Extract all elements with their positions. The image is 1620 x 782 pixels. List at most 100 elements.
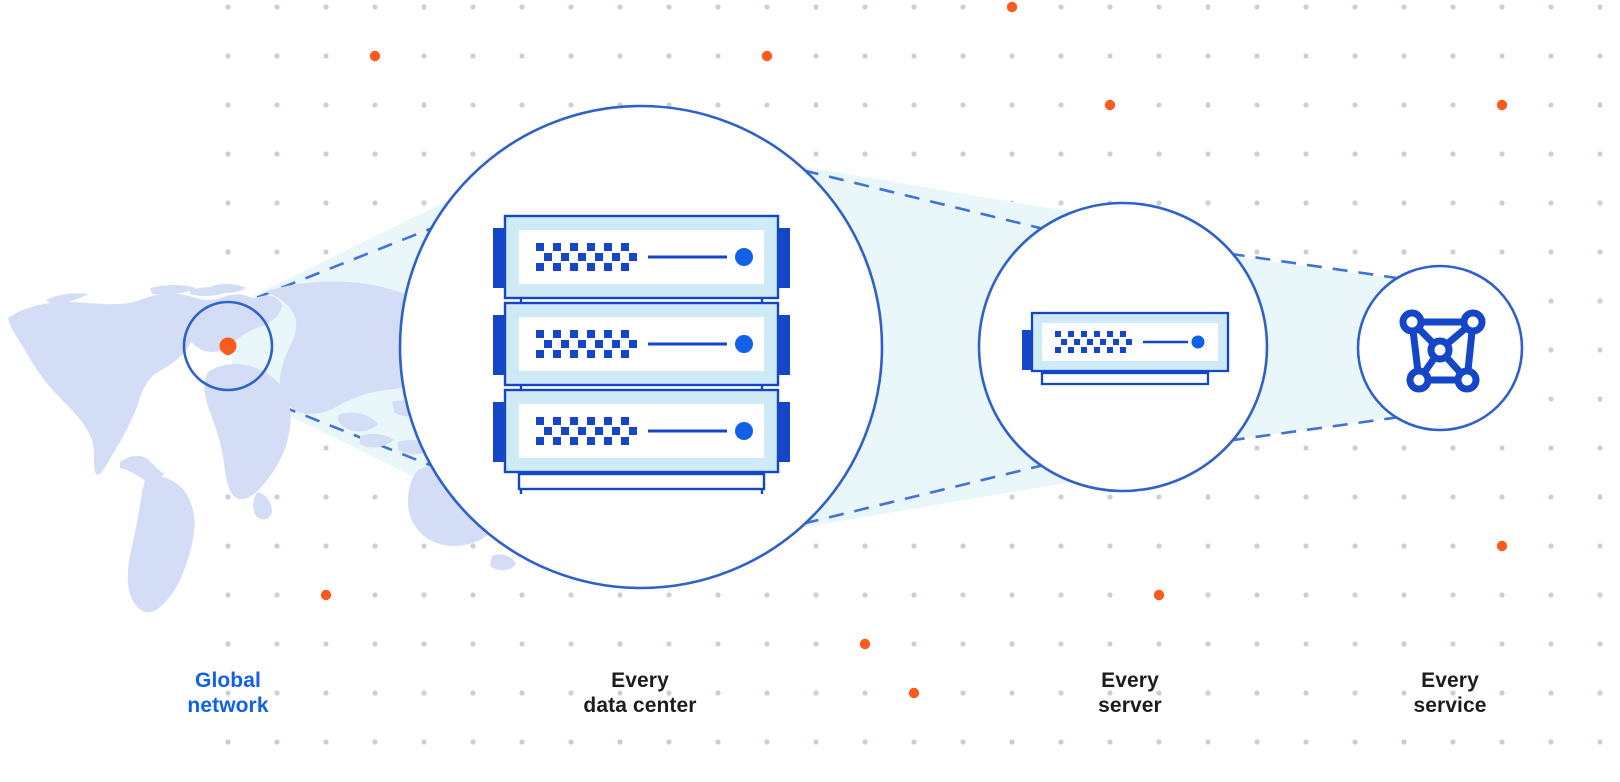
grid-dot <box>470 739 476 745</box>
server-unit-led-grid <box>536 417 637 445</box>
grid-dot <box>960 151 966 157</box>
grid-dot <box>323 739 329 745</box>
grid-dot <box>715 53 721 59</box>
grid-dot <box>1058 4 1064 10</box>
grid-dot <box>1548 298 1554 304</box>
grid-dot <box>1499 53 1505 59</box>
grid-dot <box>1107 543 1113 549</box>
grid-dot <box>1254 249 1260 255</box>
server-rack-icon <box>493 214 790 494</box>
grid-dot <box>813 102 819 108</box>
grid-dot <box>911 53 917 59</box>
grid-dot <box>862 690 868 696</box>
grid-dot <box>1450 151 1456 157</box>
grid-dot <box>1450 249 1456 255</box>
grid-dot <box>1548 396 1554 402</box>
server-unit-base <box>1040 371 1210 386</box>
grid-dot <box>960 102 966 108</box>
grid-dot <box>1450 494 1456 500</box>
grid-dot <box>323 641 329 647</box>
mesh-node-bottom-right <box>1454 367 1480 393</box>
grid-dot <box>1548 249 1554 255</box>
grid-dot <box>1009 151 1015 157</box>
grid-dot <box>1548 543 1554 549</box>
grid-dot <box>1548 494 1554 500</box>
grid-dot <box>1401 494 1407 500</box>
grid-dot <box>470 641 476 647</box>
grid-dot <box>1205 543 1211 549</box>
grid-dot <box>1352 102 1358 108</box>
grid-dot-accent <box>761 50 773 62</box>
grid-dot <box>1303 690 1309 696</box>
grid-dot <box>372 592 378 598</box>
grid-dot <box>862 53 868 59</box>
grid-dot <box>274 739 280 745</box>
grid-dot <box>1254 445 1260 451</box>
grid-dot <box>372 690 378 696</box>
grid-dot <box>1058 102 1064 108</box>
grid-dot <box>1303 53 1309 59</box>
grid-dot <box>1548 690 1554 696</box>
grid-dot <box>862 592 868 598</box>
grid-dot <box>1254 641 1260 647</box>
grid-dot <box>1352 641 1358 647</box>
grid-dot <box>1254 102 1260 108</box>
grid-dot <box>911 102 917 108</box>
grid-dot <box>1352 739 1358 745</box>
grid-dot <box>323 53 329 59</box>
grid-dot <box>1156 151 1162 157</box>
grid-dot <box>470 543 476 549</box>
grid-dot <box>1401 641 1407 647</box>
grid-dot <box>1303 592 1309 598</box>
grid-dot <box>1401 445 1407 451</box>
grid-dot <box>1450 690 1456 696</box>
grid-dot <box>1009 641 1015 647</box>
grid-dot <box>1450 592 1456 598</box>
grid-dot <box>1205 739 1211 745</box>
grid-dot <box>813 641 819 647</box>
grid-dot <box>1303 494 1309 500</box>
grid-dot <box>1156 102 1162 108</box>
grid-dot <box>225 739 231 745</box>
grid-dot <box>1156 200 1162 206</box>
grid-dot <box>666 4 672 10</box>
grid-dot <box>568 102 574 108</box>
grid-dot <box>274 641 280 647</box>
grid-dot <box>1156 641 1162 647</box>
grid-dot <box>274 53 280 59</box>
grid-dot <box>323 151 329 157</box>
server-unit-status-dot <box>735 335 753 353</box>
grid-dot <box>1156 53 1162 59</box>
grid-dot <box>225 592 231 598</box>
grid-dot <box>715 592 721 598</box>
grid-dot-accent <box>1153 589 1165 601</box>
grid-dot <box>1597 543 1603 549</box>
global-network-highlight-circle <box>182 300 274 392</box>
grid-dot <box>421 641 427 647</box>
grid-dot <box>225 494 231 500</box>
grid-dot <box>764 641 770 647</box>
grid-dot <box>1548 592 1554 598</box>
server-unit-status-dot <box>1191 335 1205 349</box>
grid-dot <box>421 543 427 549</box>
grid-dot <box>813 151 819 157</box>
grid-dot <box>862 4 868 10</box>
grid-dot <box>1058 641 1064 647</box>
grid-dot <box>1009 494 1015 500</box>
grid-dot <box>764 739 770 745</box>
grid-dot <box>1597 200 1603 206</box>
grid-dot <box>421 739 427 745</box>
grid-dot <box>1107 4 1113 10</box>
grid-dot <box>1401 53 1407 59</box>
grid-dot <box>1303 445 1309 451</box>
grid-dot <box>1597 249 1603 255</box>
grid-dot <box>1205 641 1211 647</box>
grid-dot <box>1058 739 1064 745</box>
grid-dot <box>813 690 819 696</box>
grid-dot <box>960 4 966 10</box>
grid-dot <box>1450 543 1456 549</box>
grid-dot <box>1597 347 1603 353</box>
grid-dot <box>470 151 476 157</box>
grid-dot <box>1499 690 1505 696</box>
